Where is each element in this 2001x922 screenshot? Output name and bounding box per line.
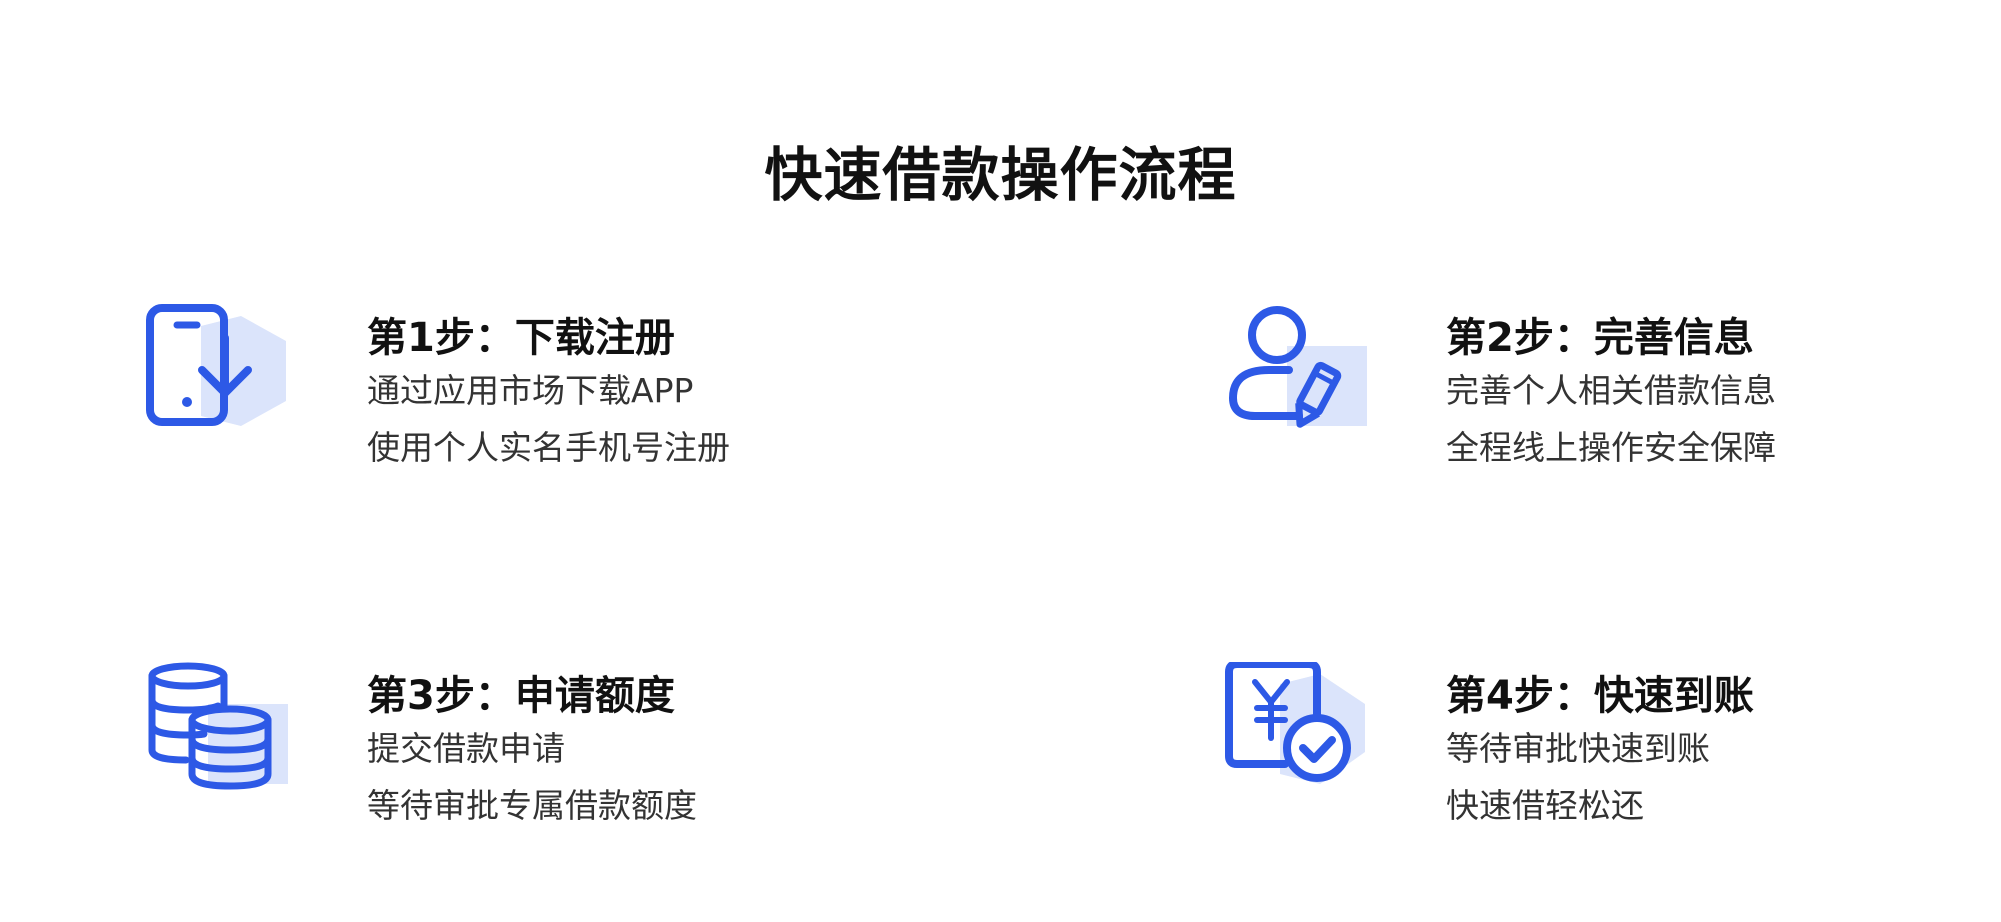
- step-description: 完善个人相关借款信息 全程线上操作安全保障: [1446, 362, 1776, 476]
- step-description-line: 等待审批快速到账: [1446, 729, 1710, 768]
- step-description: 通过应用市场下载APP 使用个人实名手机号注册: [367, 362, 730, 476]
- yuan-approve-icon: [1225, 662, 1375, 796]
- step-description-line: 快速借轻松还: [1446, 786, 1644, 825]
- step-description-line: 通过应用市场下载APP: [367, 371, 694, 410]
- step-description: 提交借款申请 等待审批专属借款额度: [367, 720, 697, 834]
- step-1: 第1步：下载注册 通过应用市场下载APP 使用个人实名手机号注册: [146, 278, 966, 498]
- step-description-line: 提交借款申请: [367, 729, 565, 768]
- page-title: 快速借款操作流程: [764, 140, 1237, 209]
- step-3: 第3步：申请额度 提交借款申请 等待审批专属借款额度: [146, 636, 966, 856]
- step-title: 第2步：完善信息: [1446, 315, 1754, 362]
- step-description-line: 完善个人相关借款信息: [1446, 371, 1776, 410]
- step-title: 第3步：申请额度: [367, 673, 675, 720]
- phone-download-icon: [146, 304, 296, 438]
- user-edit-icon: [1225, 304, 1375, 438]
- step-2: 第2步：完善信息 完善个人相关借款信息 全程线上操作安全保障: [1225, 278, 2001, 498]
- step-description-line: 全程线上操作安全保障: [1446, 428, 1776, 467]
- step-description-line: 使用个人实名手机号注册: [367, 428, 730, 467]
- step-description-line: 等待审批专属借款额度: [367, 786, 697, 825]
- coins-stack-icon: [146, 662, 296, 796]
- step-4: 第4步：快速到账 等待审批快速到账 快速借轻松还: [1225, 636, 2001, 856]
- step-title: 第1步：下载注册: [367, 315, 675, 362]
- step-title: 第4步：快速到账: [1446, 673, 1754, 720]
- step-description: 等待审批快速到账 快速借轻松还: [1446, 720, 1710, 834]
